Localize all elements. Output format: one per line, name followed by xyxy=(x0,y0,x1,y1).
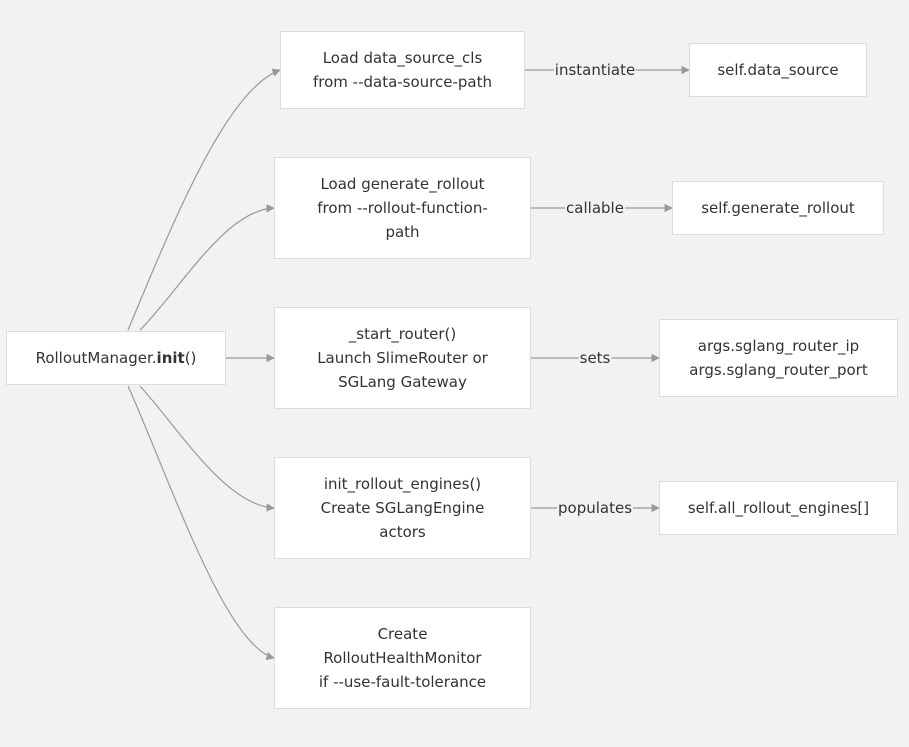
edge-label-instantiate: instantiate xyxy=(553,61,637,79)
step-5-line-3: if --use-fault-tolerance xyxy=(318,673,487,691)
target-2-line-1: self.generate_rollout xyxy=(701,199,855,217)
step-2-line-3: path xyxy=(385,223,420,241)
step-1-line-1: Load data_source_cls xyxy=(322,49,483,67)
edge-root-to-step-2 xyxy=(139,204,275,331)
root-label-prefix: RolloutManager. xyxy=(35,349,157,367)
step-5-line-1: Create xyxy=(377,625,428,643)
step-2-line-2: from --rollout-function- xyxy=(317,199,488,217)
root-label-suffix: () xyxy=(184,349,197,367)
target-node-generate-rollout: self.generate_rollout xyxy=(672,181,884,235)
step-3-line-3: SGLang Gateway xyxy=(338,373,467,391)
step-3-line-1: _start_router() xyxy=(348,325,457,343)
step-1-line-2: from --data-source-path xyxy=(312,73,493,91)
step-node-load-generate-rollout: Load generate_rollout from --rollout-fun… xyxy=(274,157,531,259)
target-3-line-1: args.sglang_router_ip xyxy=(697,337,860,355)
step-node-load-data-source: Load data_source_cls from --data-source-… xyxy=(280,31,525,109)
edge-root-to-step-1 xyxy=(127,68,281,331)
edge-label-callable: callable xyxy=(565,199,625,217)
target-node-all-rollout-engines: self.all_rollout_engines[] xyxy=(659,481,898,535)
step-5-line-2: RolloutHealthMonitor xyxy=(323,649,482,667)
step-4-line-2: Create SGLangEngine xyxy=(320,499,485,517)
step-node-start-router: _start_router() Launch SlimeRouter or SG… xyxy=(274,307,531,409)
target-node-data-source: self.data_source xyxy=(689,43,867,97)
target-4-line-1: self.all_rollout_engines[] xyxy=(687,499,870,517)
step-4-line-1: init_rollout_engines() xyxy=(323,475,482,493)
root-node: RolloutManager.init() xyxy=(6,331,226,385)
target-node-router-args: args.sglang_router_ip args.sglang_router… xyxy=(659,319,898,397)
edge-label-sets: sets xyxy=(578,349,612,367)
root-label-bold: init xyxy=(156,349,185,367)
root-label: RolloutManager.init() xyxy=(36,346,197,370)
step-node-init-rollout-engines: init_rollout_engines() Create SGLangEngi… xyxy=(274,457,531,559)
step-node-create-health-monitor: Create RolloutHealthMonitor if --use-fau… xyxy=(274,607,531,709)
edge-label-populates: populates xyxy=(556,499,634,517)
target-3-line-2: args.sglang_router_port xyxy=(689,361,868,379)
edge-root-to-step-4 xyxy=(139,385,275,512)
target-1-line-1: self.data_source xyxy=(717,61,839,79)
step-3-line-2: Launch SlimeRouter or xyxy=(317,349,488,367)
step-2-line-1: Load generate_rollout xyxy=(320,175,485,193)
edge-root-to-step-5 xyxy=(127,385,275,661)
step-4-line-3: actors xyxy=(379,523,426,541)
